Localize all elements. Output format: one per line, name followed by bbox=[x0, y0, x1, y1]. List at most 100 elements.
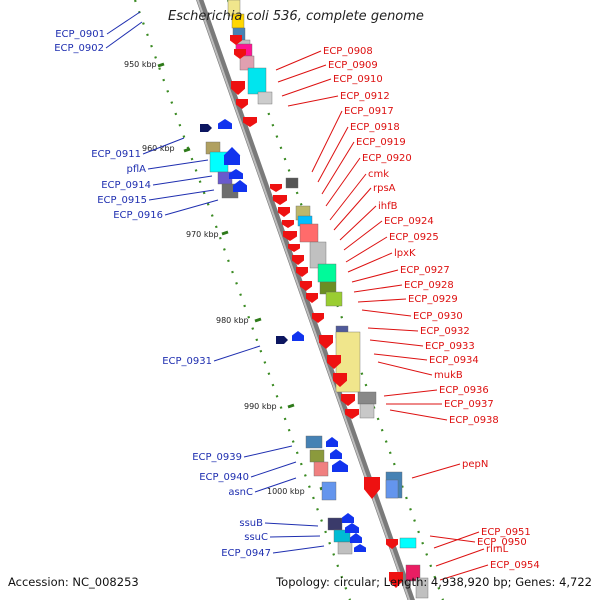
gene-arrow bbox=[364, 477, 380, 499]
gene-arrow bbox=[273, 195, 287, 205]
right-gene-label[interactable]: ECP_0909 bbox=[328, 60, 378, 71]
right-gene-label[interactable]: ECP_0932 bbox=[420, 326, 470, 337]
left-gene-label[interactable]: ECP_0911 bbox=[91, 149, 141, 160]
ruler-label: 980 kbp bbox=[216, 316, 249, 325]
right-gene-label[interactable]: ECP_0937 bbox=[444, 399, 494, 410]
gene-arrow bbox=[276, 336, 288, 344]
right-gene-label[interactable]: ECP_0929 bbox=[408, 294, 458, 305]
right-leader-line bbox=[333, 187, 372, 231]
left-gene-label[interactable]: ECP_0915 bbox=[97, 195, 147, 206]
gene-box bbox=[415, 577, 429, 599]
gene-arrow bbox=[218, 119, 232, 129]
right-leader-line bbox=[287, 95, 339, 107]
gene-arrow bbox=[345, 523, 359, 533]
gene-arrow bbox=[332, 460, 348, 472]
right-gene-label[interactable]: ECP_0912 bbox=[340, 91, 390, 102]
ruler-major-tick bbox=[254, 317, 262, 323]
right-gene-label[interactable]: ECP_0920 bbox=[362, 153, 412, 164]
right-gene-label[interactable]: ECP_0925 bbox=[389, 232, 439, 243]
gene-arrow bbox=[282, 220, 294, 228]
right-gene-label[interactable]: ECP_0908 bbox=[323, 46, 373, 57]
gene-arrow bbox=[270, 184, 282, 192]
left-gene-label[interactable]: ssuB bbox=[239, 518, 263, 529]
right-gene-label[interactable]: ECP_0936 bbox=[439, 385, 489, 396]
gene-arrow bbox=[200, 124, 212, 132]
gene-box bbox=[321, 481, 337, 501]
right-leader-line bbox=[357, 298, 407, 303]
right-leader-line bbox=[343, 220, 383, 251]
gene-arrow bbox=[330, 449, 342, 459]
right-gene-label[interactable]: pepN bbox=[462, 459, 488, 470]
right-leader-line bbox=[347, 252, 393, 273]
left-leader-line bbox=[213, 345, 261, 362]
right-gene-label[interactable]: lpxK bbox=[394, 248, 416, 259]
left-gene-label[interactable]: ECP_0947 bbox=[221, 548, 271, 559]
left-gene-label[interactable]: ECP_0931 bbox=[162, 356, 212, 367]
gene-box bbox=[399, 537, 417, 549]
left-leader-line bbox=[269, 535, 321, 538]
right-gene-label[interactable]: ECP_0918 bbox=[350, 122, 400, 133]
left-gene-label[interactable]: ECP_0940 bbox=[199, 472, 249, 483]
gene-box bbox=[305, 435, 323, 449]
right-leader-line bbox=[351, 269, 399, 283]
gene-arrow bbox=[288, 244, 300, 252]
right-leader-line bbox=[439, 564, 489, 581]
right-gene-label[interactable]: rpsA bbox=[373, 183, 396, 194]
right-leader-line bbox=[367, 327, 419, 332]
gene-box bbox=[405, 564, 421, 582]
gene-box bbox=[309, 449, 325, 463]
right-gene-label[interactable]: ECP_0919 bbox=[356, 137, 406, 148]
right-leader-line bbox=[383, 389, 438, 397]
ruler-label: 1000 kbp bbox=[267, 487, 305, 496]
right-leader-line bbox=[277, 64, 327, 83]
right-gene-label[interactable]: ECP_0930 bbox=[413, 311, 463, 322]
gene-arrow bbox=[283, 231, 297, 241]
right-leader-line bbox=[345, 236, 388, 263]
right-gene-label[interactable]: ECP_0910 bbox=[333, 74, 383, 85]
gene-arrow bbox=[386, 539, 398, 549]
ruler-label: 990 kbp bbox=[244, 402, 277, 411]
ruler-major-tick bbox=[221, 230, 229, 236]
right-gene-label[interactable]: ECP_0934 bbox=[429, 355, 479, 366]
gene-box bbox=[357, 391, 377, 405]
right-gene-label[interactable]: ECP_0917 bbox=[344, 106, 394, 117]
left-gene-label[interactable]: ECP_0939 bbox=[192, 452, 242, 463]
right-leader-line bbox=[435, 548, 485, 567]
left-gene-label[interactable]: ECP_0916 bbox=[113, 210, 163, 221]
gene-arrow bbox=[319, 335, 333, 349]
left-leader-line bbox=[164, 199, 219, 216]
right-gene-label[interactable]: ECP_0933 bbox=[425, 341, 475, 352]
right-leader-line bbox=[373, 353, 428, 361]
left-gene-label[interactable]: pflA bbox=[127, 164, 147, 175]
right-gene-label[interactable]: ECP_0938 bbox=[449, 415, 499, 426]
left-leader-line bbox=[147, 159, 209, 170]
right-gene-label[interactable]: cmk bbox=[368, 169, 389, 180]
right-leader-line bbox=[353, 284, 403, 293]
right-gene-label[interactable]: ECP_0924 bbox=[384, 216, 434, 227]
left-gene-label[interactable]: ECP_0902 bbox=[54, 43, 104, 54]
left-gene-label[interactable]: asnC bbox=[228, 487, 253, 498]
right-leader-line bbox=[433, 531, 480, 549]
right-gene-label[interactable]: mukB bbox=[434, 370, 463, 381]
left-gene-label[interactable]: ECP_0914 bbox=[101, 180, 151, 191]
genome-backbone-highlight bbox=[196, 0, 411, 600]
right-gene-label[interactable]: ECP_0950 bbox=[477, 537, 527, 548]
gene-box bbox=[285, 177, 299, 189]
left-leader-line bbox=[106, 11, 141, 35]
gene-arrow bbox=[312, 313, 324, 323]
gene-box bbox=[239, 55, 255, 71]
right-leader-line bbox=[325, 157, 361, 207]
left-leader-line bbox=[243, 445, 293, 458]
right-gene-label[interactable]: ECP_0928 bbox=[404, 280, 454, 291]
gene-box bbox=[325, 291, 343, 307]
gene-arrow bbox=[236, 99, 248, 109]
right-gene-label[interactable]: rlmL bbox=[486, 544, 509, 555]
right-gene-label[interactable]: ECP_0954 bbox=[490, 560, 540, 571]
left-gene-label[interactable]: ssuC bbox=[244, 532, 268, 543]
right-gene-label[interactable]: ECP_0927 bbox=[400, 265, 450, 276]
right-gene-label[interactable]: ihfB bbox=[378, 201, 398, 212]
right-gene-label[interactable]: ECP_0951 bbox=[481, 527, 531, 538]
left-gene-label[interactable]: ECP_0901 bbox=[55, 29, 105, 40]
gene-box bbox=[317, 263, 337, 283]
